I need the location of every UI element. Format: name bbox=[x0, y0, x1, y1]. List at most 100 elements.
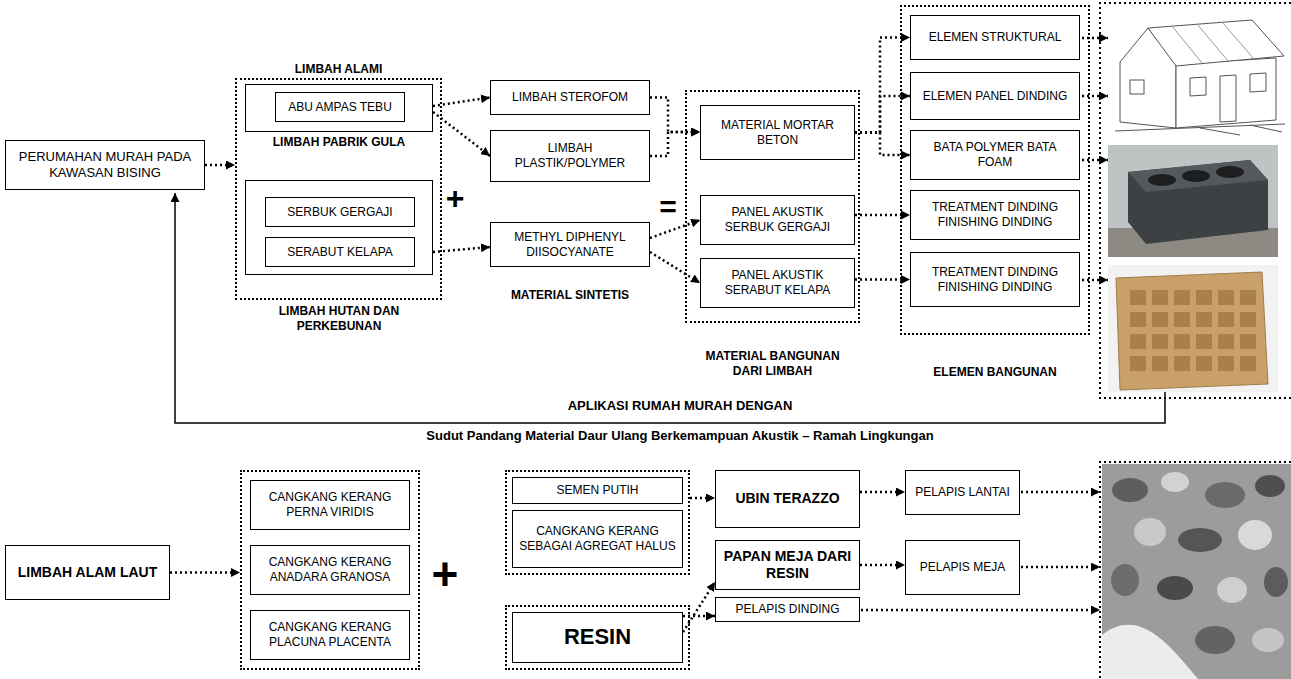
operator-sign: + bbox=[432, 548, 459, 601]
flow-arrow bbox=[860, 564, 905, 567]
house-illustration bbox=[1176, 58, 1276, 128]
group-heading: LIMBAH HUTAN DAN PERKEBUNAN bbox=[264, 304, 414, 334]
group-frame: ELEMEN BANGUNANELEMEN STRUKTURALELEMEN P… bbox=[900, 5, 1090, 335]
house-illustration bbox=[1115, 124, 1285, 135]
group-frame: RESIN bbox=[505, 605, 690, 670]
process-box: PELAPIS MEJA bbox=[905, 540, 1020, 595]
process-box: PELAPIS LANTAI bbox=[905, 470, 1020, 515]
flow-arrow bbox=[860, 491, 905, 494]
box-label: ABU AMPAS TEBU bbox=[281, 100, 399, 115]
box-label: TREATMENT DINDING FINISHING DINDING bbox=[916, 200, 1074, 229]
flow-arrow bbox=[650, 132, 700, 156]
box-label: LIMBAH ALAM LAUT bbox=[11, 564, 164, 581]
box-label: CANGKANG KERANG PLACUNA PLACENTA bbox=[256, 620, 404, 649]
process-box: CANGKANG KERANG PERNA VIRIDIS bbox=[250, 480, 410, 530]
terrazzo-photo bbox=[1195, 626, 1235, 654]
group-frame: CANGKANG KERANG PERNA VIRIDIS CANGKANG KE… bbox=[240, 470, 420, 670]
process-box: ELEMEN STRUKTURAL bbox=[910, 15, 1080, 60]
process-box: TREATMENT DINDING FINISHING DINDING bbox=[910, 252, 1080, 307]
panel-photo bbox=[1116, 272, 1268, 390]
operator-sign: + bbox=[446, 180, 465, 217]
flow-arrow bbox=[683, 582, 715, 632]
brick-photo bbox=[1182, 170, 1210, 182]
terrazzo-photo bbox=[1264, 567, 1288, 597]
image-arrow bbox=[1021, 566, 1100, 569]
flow-arrow bbox=[650, 98, 700, 133]
image-frame bbox=[1100, 3, 1291, 398]
process-box: CANGKANG KERANG SEBAGAI AGREGAT HALUS bbox=[512, 510, 683, 568]
box-label: CANGKANG KERANG SEBAGAI AGREGAT HALUS bbox=[518, 524, 677, 553]
box-label: MATERIAL MORTAR BETON bbox=[706, 118, 849, 147]
terrazzo-photo bbox=[1252, 628, 1284, 652]
box-label: PANEL AKUSTIK SERBUK GERGAJI bbox=[706, 205, 849, 234]
group-heading: MATERIAL BANGUNAN DARI LIMBAH bbox=[693, 349, 853, 379]
house-illustration bbox=[1172, 22, 1254, 63]
terrazzo-photo bbox=[1217, 577, 1247, 603]
terrazzo-photo bbox=[1157, 576, 1193, 600]
terrazzo-photo bbox=[1205, 482, 1245, 508]
process-box: CANGKANG KERANG ANADARA GRANOSA bbox=[250, 545, 410, 595]
house-illustration bbox=[1115, 20, 1285, 135]
image-arrow bbox=[1082, 279, 1108, 282]
box-label: PERUMAHAN MURAH PADA KAWASAN BISING bbox=[11, 149, 199, 181]
process-box: LIMBAH HUTAN DAN PERKEBUNANSERBUK GERGAJ… bbox=[245, 180, 433, 275]
process-box: SERABUT KELAPA bbox=[265, 237, 415, 267]
process-box: TREATMENT DINDING FINISHING DINDING bbox=[910, 190, 1080, 240]
box-label: PELAPIS DINDING bbox=[721, 602, 854, 617]
process-box: PERUMAHAN MURAH PADA KAWASAN BISING bbox=[5, 140, 205, 190]
image-frame bbox=[1100, 462, 1291, 679]
house-illustration bbox=[1130, 80, 1144, 94]
brick-photo bbox=[1108, 145, 1278, 257]
box-label: TREATMENT DINDING FINISHING DINDING bbox=[916, 265, 1074, 294]
process-box: LIMBAH STEROFOM bbox=[490, 80, 650, 115]
box-label: LIMBAH PLASTIK/POLYMER bbox=[496, 141, 644, 170]
group-frame: MATERIAL BANGUNAN DARI LIMBAHMATERIAL MO… bbox=[685, 90, 860, 323]
terrazzo-photo bbox=[1161, 472, 1189, 492]
flow-arrow bbox=[683, 615, 715, 618]
house-illustration bbox=[1220, 75, 1236, 122]
box-label: PELAPIS LANTAI bbox=[911, 485, 1014, 500]
terrazzo-photo bbox=[1102, 464, 1291, 679]
process-box: PELAPIS DINDING bbox=[715, 597, 860, 622]
box-label: PELAPIS MEJA bbox=[911, 560, 1014, 575]
process-box: PANEL AKUSTIK SERBUK GERGAJI bbox=[700, 195, 855, 245]
process-box: CANGKANG KERANG PLACUNA PLACENTA bbox=[250, 610, 410, 660]
terrazzo-photo bbox=[1102, 625, 1198, 679]
flow-arrow bbox=[690, 497, 715, 500]
operator-sign: = bbox=[659, 190, 677, 225]
box-label: UBIN TERAZZO bbox=[721, 490, 854, 507]
process-box: ABU AMPAS TEBU bbox=[275, 92, 405, 122]
box-label: ELEMEN PANEL DINDING bbox=[916, 89, 1074, 104]
flow-arrow bbox=[650, 252, 700, 283]
image-arrow bbox=[861, 609, 1100, 612]
process-box: MATERIAL MORTAR BETON bbox=[700, 105, 855, 160]
house-illustration bbox=[1190, 77, 1206, 96]
terrazzo-photo bbox=[1255, 475, 1285, 497]
process-box: METHYL DIPHENYL DIISOCYANATEMATERIAL SIN… bbox=[490, 222, 650, 267]
box-label: BATA POLYMER BATA FOAM bbox=[916, 140, 1074, 169]
image-arrow bbox=[1082, 37, 1108, 40]
process-box: RESIN bbox=[512, 612, 683, 663]
process-box: PANEL AKUSTIK SERABUT KELAPA bbox=[700, 258, 855, 308]
panel-photo bbox=[1108, 265, 1278, 392]
group-frame: SEMEN PUTIHCANGKANG KERANG SEBAGAI AGREG… bbox=[505, 470, 690, 575]
process-box: PAPAN MEJA DARI RESIN bbox=[715, 540, 860, 590]
group-heading: LIMBAH ALAMI bbox=[239, 62, 439, 77]
flow-caption: Sudut Pandang Material Daur Ulang Berkem… bbox=[426, 429, 933, 444]
group-frame: LIMBAH ALAMILIMBAH PABRIK GULAABU AMPAS … bbox=[235, 78, 442, 300]
box-label: CANGKANG KERANG ANADARA GRANOSA bbox=[256, 555, 404, 584]
image-arrow bbox=[1082, 159, 1108, 162]
process-box: LIMBAH PLASTIK/POLYMER bbox=[490, 130, 650, 182]
image-frame bbox=[1100, 3, 1291, 679]
terrazzo-photo bbox=[1134, 518, 1166, 546]
brick-photo bbox=[1128, 160, 1268, 192]
box-label: ELEMEN STRUKTURAL bbox=[916, 30, 1074, 45]
box-label: SERABUT KELAPA bbox=[271, 245, 409, 260]
box-label: PAPAN MEJA DARI RESIN bbox=[721, 548, 854, 582]
brick-photo bbox=[1108, 145, 1278, 257]
image-arrow bbox=[861, 38, 1108, 610]
brick-photo bbox=[1148, 174, 1176, 186]
image-arrow bbox=[1021, 491, 1100, 494]
box-label: SERBUK GERGAJI bbox=[271, 205, 409, 220]
